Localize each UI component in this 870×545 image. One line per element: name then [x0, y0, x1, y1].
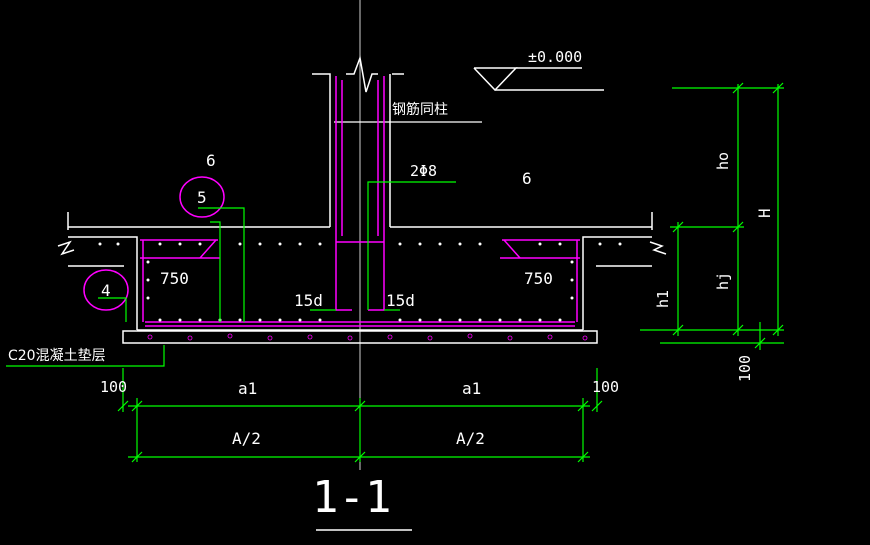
- section-title: 1-1: [312, 472, 391, 523]
- length-750-right: 750: [524, 269, 553, 288]
- cushion-hatch: [147, 333, 588, 341]
- dimension-lines: [6, 82, 784, 463]
- elevation-label: ±0.000: [528, 48, 582, 66]
- structure-outline: [57, 55, 667, 344]
- dim-ho: ho: [714, 152, 732, 170]
- dim-100-right: 100: [592, 378, 619, 396]
- mark-6-left: 6: [206, 151, 216, 170]
- column-note-label: 钢筋同柱: [392, 101, 448, 118]
- length-750-left: 750: [160, 269, 189, 288]
- mark-6-right: 6: [522, 169, 532, 188]
- dim-a1-right: a1: [462, 379, 481, 398]
- mark-5: 5: [197, 188, 207, 207]
- rebar-group: [83, 76, 580, 327]
- mark-4: 4: [101, 281, 111, 300]
- dim-a1-left: a1: [238, 379, 257, 398]
- rebar-dots: [98, 242, 622, 322]
- rebar-label: 2Φ8: [410, 162, 437, 180]
- dim-100-left: 100: [100, 378, 127, 396]
- elevation-mark: [473, 67, 604, 92]
- cushion-label: C20混凝土垫层: [8, 348, 106, 364]
- dim-100-bottom: 100: [736, 355, 754, 382]
- anchor-15d-right: 15d: [386, 291, 415, 310]
- highlight-circle-5: [179, 176, 225, 218]
- dim-a2-left: A/2: [232, 429, 261, 448]
- anchor-15d-left: 15d: [294, 291, 323, 310]
- dim-hj: hj: [714, 272, 732, 290]
- highlight-circle-4: [83, 269, 129, 311]
- dim-H: H: [755, 208, 774, 218]
- dim-a2-right: A/2: [456, 429, 485, 448]
- dim-h1: h1: [654, 290, 672, 308]
